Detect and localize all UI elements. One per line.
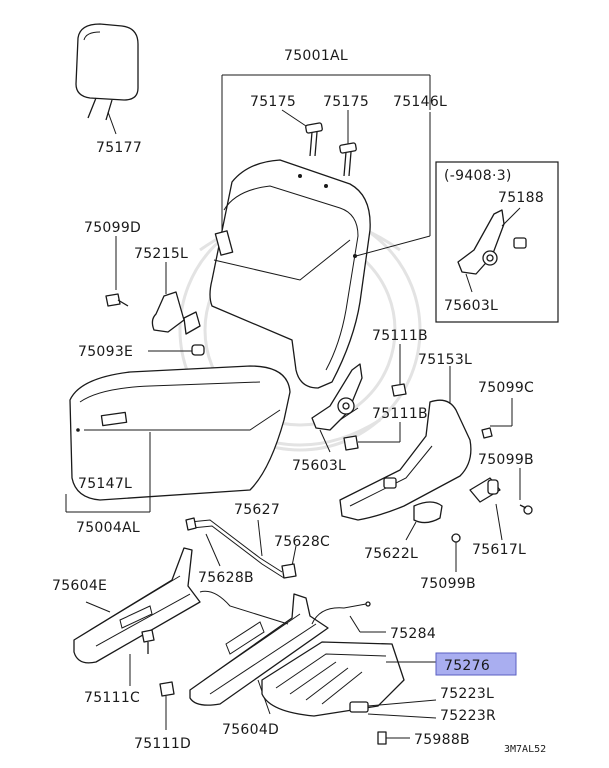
label-75111B-b[interactable]: 75111B xyxy=(372,406,428,422)
bolt-75111C[interactable] xyxy=(129,629,155,686)
bolt-75099D[interactable] xyxy=(105,236,129,307)
label-75223L[interactable]: 75223L xyxy=(440,686,494,702)
label-75628B[interactable]: 75628B xyxy=(198,570,254,586)
label-75177[interactable]: 75177 xyxy=(96,140,142,156)
seatback-part[interactable] xyxy=(209,159,371,389)
screw-75099B[interactable] xyxy=(451,468,533,572)
label-75099B-a[interactable]: 75099B xyxy=(478,452,534,468)
label-75627[interactable]: 75627 xyxy=(234,502,280,518)
label-75988B[interactable]: 75988B xyxy=(414,732,470,748)
clip-75628[interactable] xyxy=(205,533,297,579)
knob-75622L[interactable] xyxy=(405,501,443,541)
bushing-75093E[interactable] xyxy=(148,344,205,356)
seat-cushion-part[interactable] xyxy=(65,365,291,513)
label-75153L[interactable]: 75153L xyxy=(418,352,472,368)
clip-75223[interactable] xyxy=(367,699,437,745)
label-75617L[interactable]: 75617L xyxy=(472,542,526,558)
label-75603L[interactable]: 75603L xyxy=(292,458,346,474)
label-75111C[interactable]: 75111C xyxy=(84,690,140,706)
part-75276-highlight[interactable] xyxy=(435,652,517,676)
assembly-bracket-75001AL xyxy=(221,74,431,257)
label-75604E[interactable]: 75604E xyxy=(52,578,107,594)
screw-75099C[interactable] xyxy=(481,398,513,439)
figure-code: 3M7AL52 xyxy=(504,744,546,755)
seat-track-75604D[interactable] xyxy=(189,590,329,715)
label-75622L[interactable]: 75622L xyxy=(364,546,418,562)
label-75276[interactable]: 75276 xyxy=(444,658,490,674)
label-75603L-inset[interactable]: 75603L xyxy=(444,298,498,314)
seat-track-75604E[interactable] xyxy=(73,547,201,664)
label-75111D[interactable]: 75111D xyxy=(134,736,191,752)
undertray-75276[interactable] xyxy=(261,641,436,717)
lever-cover-75617L[interactable] xyxy=(469,477,503,541)
side-shield-75153L[interactable] xyxy=(339,366,472,521)
headrest-guide-part[interactable] xyxy=(281,109,357,177)
label-75099C[interactable]: 75099C xyxy=(478,380,534,396)
label-75215L[interactable]: 75215L xyxy=(134,246,188,262)
label-75147L[interactable]: 75147L xyxy=(78,476,132,492)
wire-75627[interactable] xyxy=(185,517,285,579)
label-75001AL[interactable]: 75001AL xyxy=(284,48,348,64)
label-75223R[interactable]: 75223R xyxy=(440,708,496,724)
revision-inset xyxy=(435,161,559,323)
label-75146L[interactable]: 75146L xyxy=(393,94,447,110)
inset-date-label: (-9408·3) xyxy=(444,168,512,184)
label-75175-b[interactable]: 75175 xyxy=(323,94,369,110)
cable-75284[interactable] xyxy=(311,601,386,633)
recliner-75603L[interactable] xyxy=(311,363,363,453)
headrest-part[interactable] xyxy=(75,23,139,135)
label-75188[interactable]: 75188 xyxy=(498,190,544,206)
label-75628C[interactable]: 75628C xyxy=(274,534,330,550)
label-75175-a[interactable]: 75175 xyxy=(250,94,296,110)
label-75093E[interactable]: 75093E xyxy=(78,344,133,360)
label-75099B-b[interactable]: 75099B xyxy=(420,576,476,592)
label-75111B-a[interactable]: 75111B xyxy=(372,328,428,344)
label-75099D[interactable]: 75099D xyxy=(84,220,141,236)
bolt-75111B[interactable] xyxy=(343,344,407,451)
hinge-cover-75215L[interactable] xyxy=(151,262,201,335)
label-75004AL[interactable]: 75004AL xyxy=(76,520,140,536)
label-75284[interactable]: 75284 xyxy=(390,626,436,642)
label-75604D[interactable]: 75604D xyxy=(222,722,279,738)
bolt-75111D[interactable] xyxy=(159,681,175,730)
